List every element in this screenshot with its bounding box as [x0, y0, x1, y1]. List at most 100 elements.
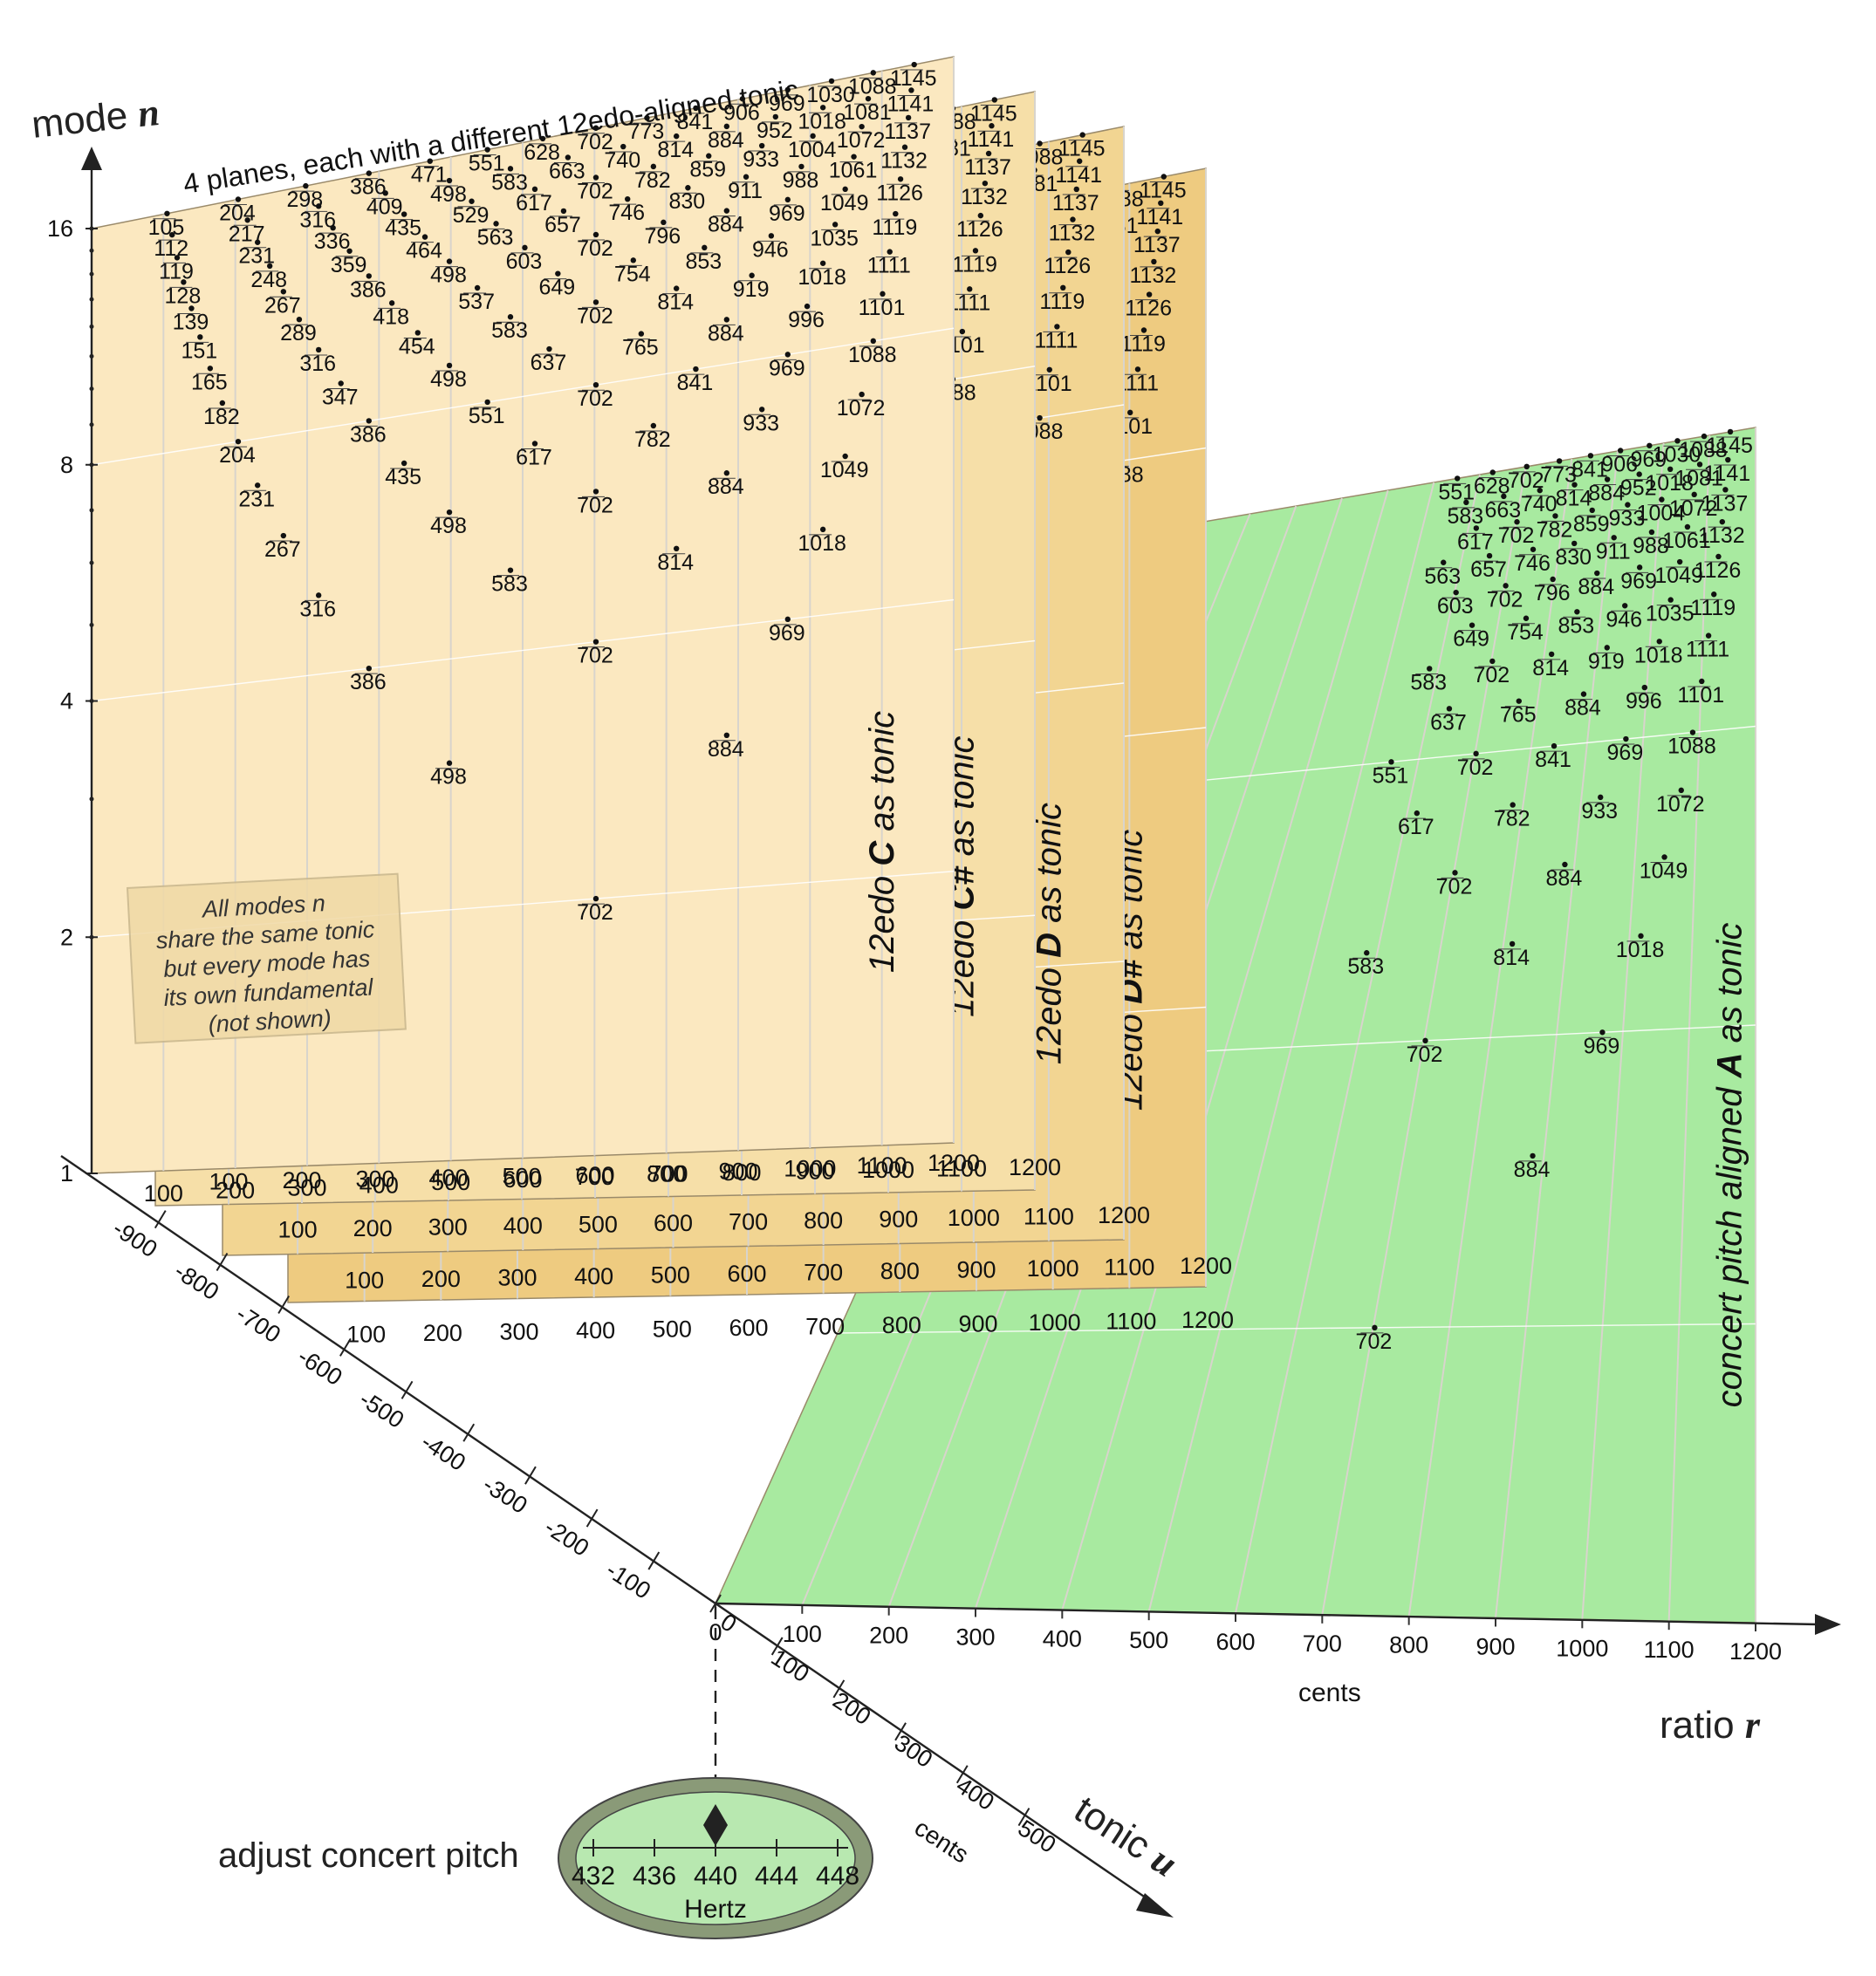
mode-point [1556, 458, 1563, 464]
mode-point [673, 133, 680, 140]
mode-point [469, 198, 475, 204]
mode-point [1674, 438, 1681, 444]
mode-point [880, 291, 886, 297]
point-label: 498 [430, 367, 467, 392]
point-label: 884 [1588, 482, 1625, 506]
mode-dot [89, 353, 94, 359]
mode-point [235, 196, 242, 202]
mode-point [330, 224, 336, 231]
point-label: 1101 [1677, 683, 1724, 708]
tonic-tick-mark [462, 1423, 476, 1442]
mode-point [977, 212, 984, 219]
mode-point [1079, 132, 1085, 138]
concert-pitch-label: adjust concert pitch [218, 1836, 519, 1875]
mode-point [1489, 658, 1496, 665]
ratio-tick-label: 1100 [1104, 1255, 1154, 1281]
ratio-tick-label: 900 [718, 1159, 757, 1185]
tonic-tick-mark [647, 1551, 661, 1570]
mode-dot [89, 297, 94, 302]
mode-point [254, 239, 261, 245]
point-label: 298 [286, 188, 323, 212]
point-label: 919 [733, 277, 770, 302]
point-label: 617 [1457, 530, 1494, 554]
point-label: 1061 [1662, 529, 1711, 553]
mode-point [207, 366, 214, 372]
note-background [126, 872, 407, 1044]
mode-point [1562, 861, 1568, 868]
mode-tick-label: 16 [47, 215, 73, 242]
tonic-tick-mark [1017, 1808, 1030, 1827]
ratio-tick-label: 900 [795, 1159, 834, 1185]
mode-point [1489, 469, 1496, 475]
gridline-mode [91, 327, 955, 466]
ratio-axis-line [715, 1602, 1820, 1626]
mode-dot [89, 226, 94, 231]
mode-point [382, 190, 388, 196]
point-label: 583 [491, 318, 528, 343]
tonic-axis-line [60, 1155, 1153, 1903]
tonic-tick-label: -300 [478, 1471, 532, 1519]
point-label: 911 [728, 179, 763, 203]
ratio-tick-label: 1000 [1556, 1635, 1608, 1661]
tonic-tick-mark [401, 1380, 414, 1399]
point-label: 1072 [837, 128, 886, 153]
point-label: 563 [1424, 564, 1461, 589]
point-label: 498 [430, 182, 467, 207]
ratio-tick-label: 1200 [1098, 1202, 1150, 1228]
point-label: 933 [743, 147, 779, 172]
mode-point [280, 532, 287, 539]
mode-point [1516, 698, 1522, 704]
point-label: 884 [1546, 866, 1583, 891]
mode-point [673, 285, 680, 291]
point-label: 1132 [1130, 263, 1177, 288]
ratio-tick-label: 900 [879, 1207, 918, 1233]
point-label: 702 [1473, 663, 1510, 687]
point-label: 386 [350, 670, 387, 694]
mode-dot [89, 422, 94, 427]
mode-point [1599, 1029, 1606, 1036]
tonic-axis-arrow [1136, 1893, 1174, 1918]
tonic-axis-label: tonic u [1067, 1788, 1185, 1885]
mode-point [555, 270, 561, 277]
mode-point [1452, 870, 1458, 876]
dial-pointer-diamond [703, 1804, 728, 1846]
mode-point [723, 317, 730, 323]
point-label: 969 [769, 92, 805, 116]
point-label: 663 [549, 159, 585, 183]
mode-point [414, 330, 421, 336]
mode-point [1530, 546, 1537, 552]
mode-point [1648, 529, 1655, 536]
mode-point [346, 248, 353, 254]
ratio-tick-label: 700 [729, 1209, 768, 1235]
point-label: 1119 [952, 252, 997, 277]
tonic-tick-mark [770, 1637, 784, 1656]
point-label: 1004 [1637, 502, 1686, 526]
point-label: 617 [1398, 815, 1434, 839]
dial-tick-label: 448 [816, 1862, 859, 1891]
note-line: (not shown) [208, 1005, 332, 1037]
ratio-tick-label: 600 [729, 1315, 768, 1341]
mode-point [592, 381, 599, 388]
point-label: 386 [350, 175, 387, 200]
ratio-tick-label: 1000 [1027, 1255, 1079, 1282]
mode-point [188, 305, 195, 311]
mode-point [693, 366, 699, 373]
mode-point [1473, 525, 1480, 531]
point-label: 1137 [884, 120, 931, 144]
mode-point [638, 331, 645, 337]
point-label: 498 [430, 514, 467, 538]
point-label: 853 [685, 250, 722, 274]
mode-dot [89, 386, 94, 392]
point-label: 1049 [1640, 858, 1688, 883]
ratio-axis-arrow [1815, 1614, 1841, 1635]
plane-title: 12edo C as tonic [863, 711, 901, 973]
mode-point [539, 135, 546, 142]
mode-point [493, 221, 499, 227]
ratio-tick-label: 600 [1215, 1629, 1255, 1655]
ratio-tick-label: 400 [574, 1263, 613, 1289]
ratio-tick-label: 500 [1129, 1627, 1168, 1653]
point-label: 933 [1609, 507, 1646, 531]
mode-point [1598, 794, 1604, 801]
ratio-tick-label: 1000 [948, 1205, 1000, 1231]
